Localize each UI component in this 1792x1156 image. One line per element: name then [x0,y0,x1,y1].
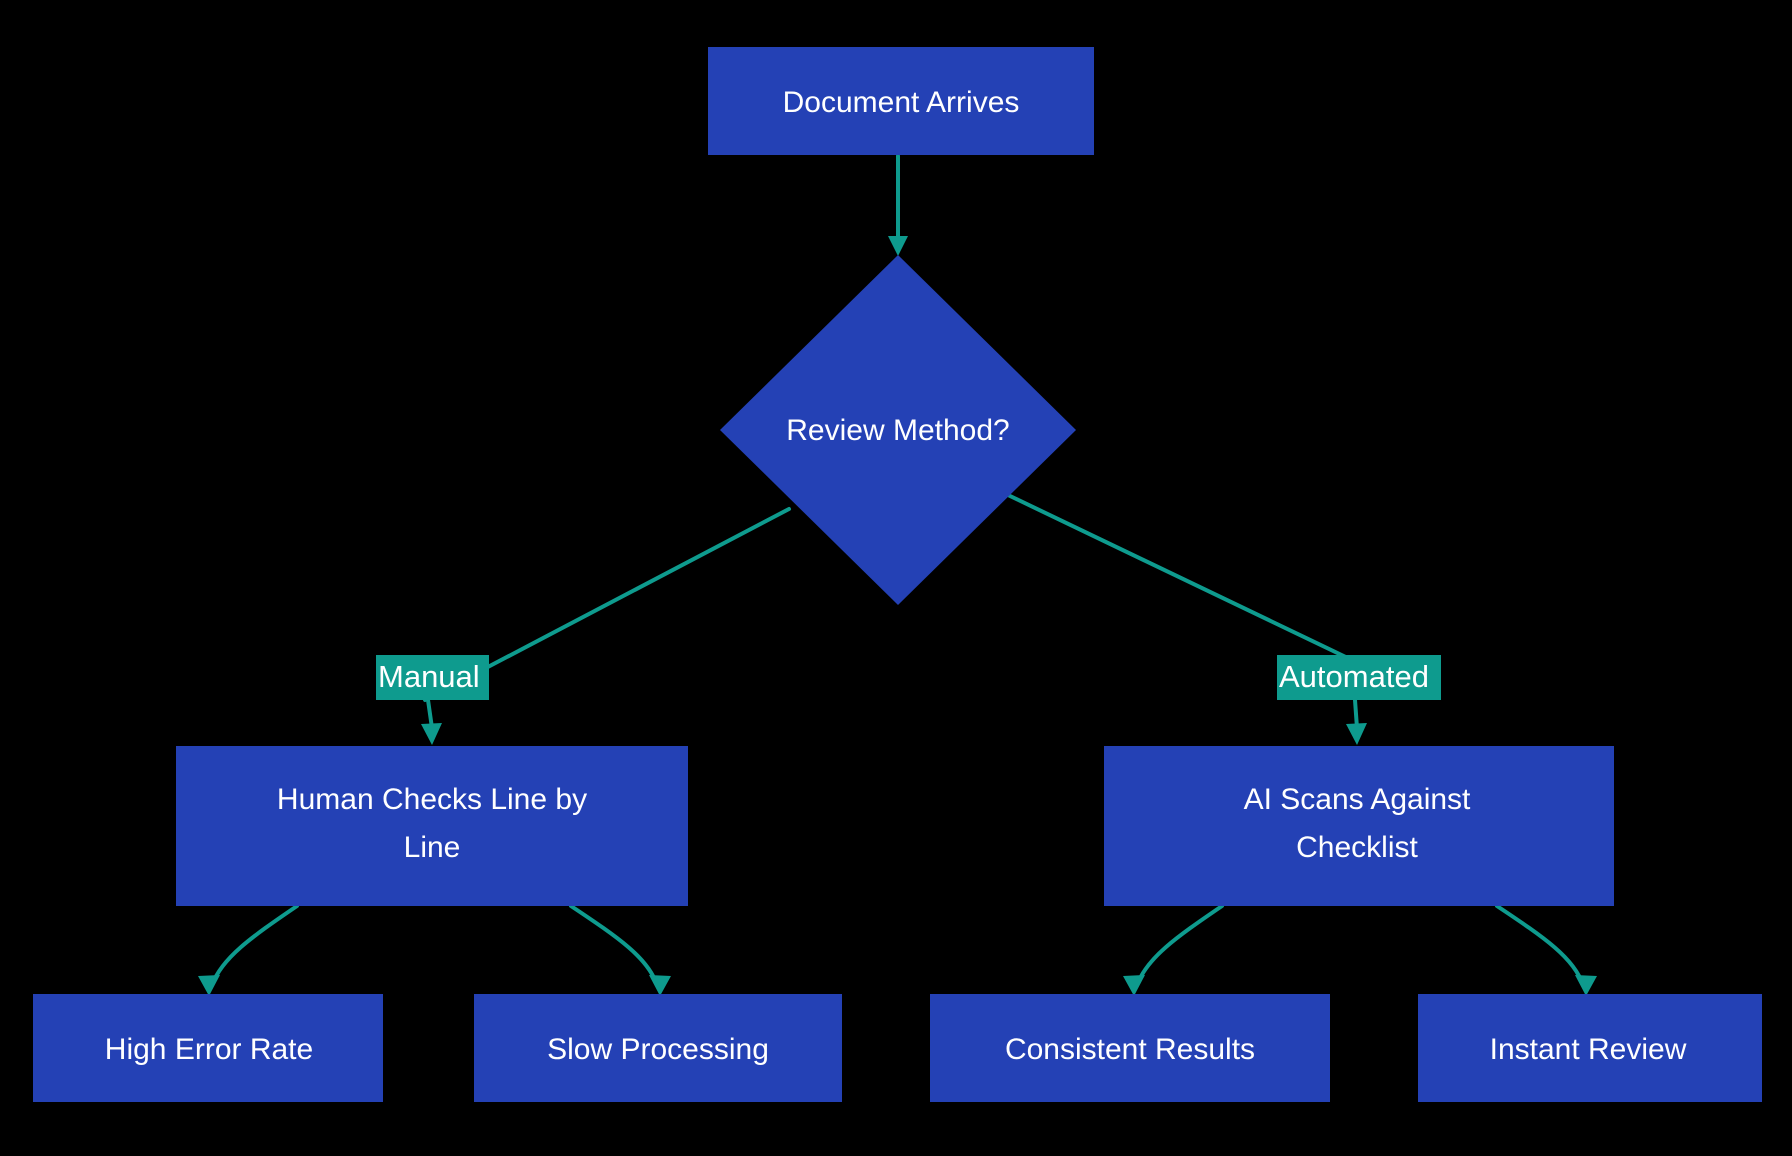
edge-decision-to-automated[interactable] [1006,493,1354,662]
edge-label-automated-box [1277,655,1441,700]
arrowhead-aiscans-consistent [1123,975,1145,996]
arrowhead-automated-aiscans [1346,723,1367,745]
edge-labels-layer: Manual Automated [376,655,1441,700]
edge-manual-to-humanchecks[interactable] [421,698,442,745]
edge-label-manual[interactable]: Manual [376,655,489,700]
edge-path-humanchecks-slowprocessing [569,904,659,987]
node-slow-processing[interactable]: Slow Processing [474,994,842,1102]
node-consistent-results-shape [930,994,1330,1102]
node-high-error-rate-shape [33,994,383,1102]
node-instant-review[interactable]: Instant Review [1418,994,1762,1102]
edge-path-humanchecks-higherror [210,904,299,987]
arrowhead-manual-humanchecks [421,723,442,745]
edge-path-aiscans-instant [1495,904,1585,987]
edge-label-automated[interactable]: Automated [1277,655,1441,700]
edge-start-to-decision[interactable] [888,154,908,256]
node-document-arrives-shape [708,47,1094,155]
edge-path-aiscans-consistent [1135,904,1224,987]
edge-path-manual-humanchecks [426,698,434,730]
node-high-error-rate[interactable]: High Error Rate [33,994,383,1102]
edge-label-manual-box [376,655,489,700]
node-human-checks-shape [176,746,688,906]
node-review-method-label: Review Method? [786,414,1009,447]
arrowhead-humanchecks-slowprocessing [649,975,671,996]
node-ai-scans-label-line1: AI Scans Against [1244,783,1471,816]
node-high-error-rate-label: High Error Rate [105,1033,313,1066]
edge-label-manual-text: Manual [378,659,480,694]
edge-path-automated-aiscans [1353,698,1359,730]
node-human-checks-label-line1: Human Checks Line by [277,783,587,816]
node-ai-scans-shape [1104,746,1614,906]
node-human-checks[interactable]: Human Checks Line by Line [176,746,688,906]
node-slow-processing-shape [474,994,842,1102]
node-instant-review-shape [1418,994,1762,1102]
node-consistent-results-label: Consistent Results [1005,1033,1255,1066]
edge-path-decision-automated [1006,493,1354,662]
node-consistent-results[interactable]: Consistent Results [930,994,1330,1102]
node-ai-scans[interactable]: AI Scans Against Checklist [1104,746,1614,906]
arrowhead-humanchecks-higherror [198,975,220,996]
node-review-method[interactable]: Review Method? [720,255,1076,605]
edge-label-automated-text: Automated [1279,659,1429,694]
edge-humanchecks-to-slowprocessing[interactable] [569,904,671,996]
arrowhead-aiscans-instant [1575,975,1597,996]
arrowhead-start-decision [888,236,908,256]
edge-aiscans-to-instantreview[interactable] [1495,904,1597,996]
edge-humanchecks-to-higherror[interactable] [198,904,299,996]
node-ai-scans-label-line2: Checklist [1296,831,1418,864]
node-instant-review-label: Instant Review [1490,1033,1687,1066]
node-human-checks-label-line2: Line [404,831,461,864]
node-document-arrives[interactable]: Document Arrives [708,47,1094,155]
node-slow-processing-label: Slow Processing [547,1033,769,1066]
edge-automated-to-aiscans[interactable] [1346,698,1367,745]
node-document-arrives-label: Document Arrives [783,86,1020,119]
node-review-method-shape [720,255,1076,605]
edge-aiscans-to-consistentresults[interactable] [1123,904,1224,996]
edges-layer [198,154,1597,996]
nodes-layer: Document Arrives Review Method? Human Ch… [33,47,1762,1102]
